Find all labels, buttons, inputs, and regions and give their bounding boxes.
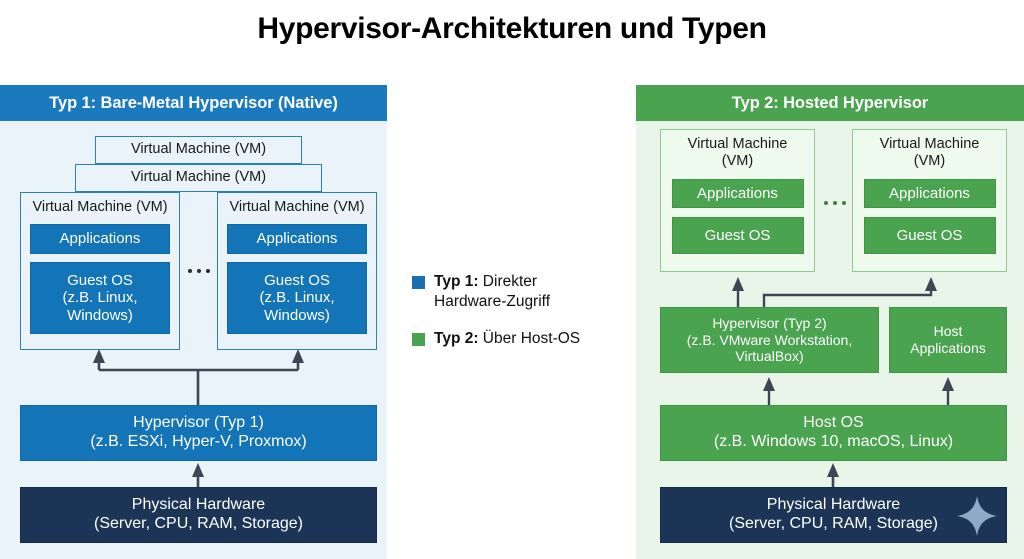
host-vm-box-right: Virtual Machine (VM) Applications Guest …	[852, 129, 1007, 272]
host-vm-left-guest-os-label: Guest OS	[704, 226, 771, 244]
host-vm-ellipsis	[816, 195, 853, 211]
host-vm-left-applications: Applications	[671, 179, 804, 209]
sparkle-icon	[957, 496, 997, 536]
host-vm-left-label-line1: Virtual Machine	[687, 136, 788, 152]
vm-box-left: Virtual Machine (VM) Applications Guest …	[20, 192, 180, 350]
vm-ellipsis	[180, 263, 217, 279]
vm-right-guest-os-line3: Windows)	[264, 306, 330, 324]
vm-left-applications: Applications	[30, 224, 170, 255]
legend-item-type1: Typ 1: Direkter Hardware-Zugriff	[412, 272, 627, 312]
host-applications-line1: Host	[933, 323, 963, 340]
physical-hardware-type1-line2: (Server, CPU, RAM, Storage)	[94, 515, 303, 532]
legend: Typ 1: Direkter Hardware-Zugriff Typ 2: …	[412, 272, 627, 365]
host-os-line2: (z.B. Windows 10, macOS, Linux)	[713, 433, 954, 450]
host-vm-right-label-line1: Virtual Machine	[879, 136, 980, 152]
physical-hardware-type2-line1: Physical Hardware	[766, 496, 901, 514]
vm-left-applications-label: Applications	[59, 230, 141, 248]
host-vm-box-left: Virtual Machine (VM) Applications Guest …	[660, 129, 815, 272]
vm-right-label: Virtual Machine (VM)	[229, 199, 365, 215]
vm-left-guest-os-line1: Guest OS	[67, 271, 133, 289]
vm-right-guest-os-line2: (z.B. Linux,	[259, 289, 335, 307]
host-vm-right-label-line2: (VM)	[913, 153, 946, 170]
panel-type-2: Typ 2: Hosted Hypervisor Virtual Machine…	[636, 85, 1024, 559]
legend-type2-text: Typ 2: Über Host-OS	[434, 329, 580, 349]
legend-item-type2: Typ 2: Über Host-OS	[412, 329, 627, 349]
hypervisor-type1-line1: Hypervisor (Typ 1)	[133, 414, 264, 432]
legend-type1-line1: Direkter	[478, 273, 538, 290]
hypervisor-type2-line2: (z.B. VMware Workstation,	[686, 331, 853, 348]
legend-type1-line2: Hardware-Zugriff	[434, 292, 551, 310]
legend-swatch-type2-icon	[412, 332, 425, 346]
hypervisor-type2-line1: Hypervisor (Typ 2)	[712, 315, 827, 332]
host-applications-line2: Applications	[910, 340, 986, 356]
host-applications-box: Host Applications	[889, 307, 1007, 373]
ellipsis-dot	[823, 201, 828, 205]
vm-left-guest-os-line2: (z.B. Linux,	[62, 289, 138, 307]
host-vm-right-applications-label: Applications	[889, 184, 970, 202]
vm-right-guest-os-line1: Guest OS	[264, 271, 330, 289]
page-title: Hypervisor-Architekturen und Typen	[257, 12, 767, 45]
vm-left-label: Virtual Machine (VM)	[32, 199, 168, 215]
vm-right-guest-os: Guest OS (z.B. Linux, Windows)	[227, 262, 367, 335]
host-vm-right-guest-os: Guest OS	[863, 217, 996, 255]
host-vm-right-applications: Applications	[863, 179, 996, 209]
host-vm-left-applications-label: Applications	[697, 184, 778, 202]
legend-type2-bold: Typ 2:	[434, 329, 479, 347]
vm-left-guest-os-line3: Windows)	[67, 306, 133, 324]
physical-hardware-type2-line2: (Server, CPU, RAM, Storage)	[729, 515, 938, 532]
ellipsis-dot	[841, 201, 846, 205]
ellipsis-dot	[196, 269, 201, 273]
host-vm-right-guest-os-label: Guest OS	[896, 226, 963, 244]
vm-right-applications-label: Applications	[256, 230, 338, 248]
host-vm-left-guest-os: Guest OS	[671, 217, 804, 255]
ellipsis-dot	[187, 269, 192, 273]
host-os-line1: Host OS	[803, 414, 864, 432]
hypervisor-type1-box: Hypervisor (Typ 1) (z.B. ESXi, Hyper-V, …	[20, 405, 377, 461]
vm-left-guest-os: Guest OS (z.B. Linux, Windows)	[30, 262, 170, 335]
host-os-box: Host OS (z.B. Windows 10, macOS, Linux)	[660, 405, 1007, 461]
vm-box-right: Virtual Machine (VM) Applications Guest …	[217, 192, 377, 350]
hypervisor-type2-line3: VirtualBox)	[735, 348, 804, 365]
ghost-vm-mid-label: Virtual Machine (VM)	[130, 169, 267, 186]
legend-type1-text: Typ 1: Direkter Hardware-Zugriff	[434, 272, 550, 312]
physical-hardware-type1-line1: Physical Hardware	[131, 496, 266, 514]
hypervisor-type1-line2: (z.B. ESXi, Hyper-V, Proxmox)	[90, 433, 307, 450]
legend-type1-bold: Typ 1:	[434, 273, 479, 290]
panel-type-1: Typ 1: Bare-Metal Hypervisor (Native) Vi…	[0, 85, 387, 559]
ghost-vm-box-top: Virtual Machine (VM)	[95, 136, 302, 164]
panel-type-2-header: Typ 2: Hosted Hypervisor	[636, 85, 1024, 121]
physical-hardware-type1-box: Physical Hardware (Server, CPU, RAM, Sto…	[20, 487, 377, 543]
ghost-vm-top-label: Virtual Machine (VM)	[130, 141, 267, 158]
vm-right-applications: Applications	[227, 224, 367, 255]
physical-hardware-type2-box: Physical Hardware (Server, CPU, RAM, Sto…	[660, 487, 1007, 543]
host-vm-left-label-line2: (VM)	[721, 153, 754, 170]
panel-type-1-header: Typ 1: Bare-Metal Hypervisor (Native)	[0, 85, 387, 121]
ghost-vm-box-mid: Virtual Machine (VM)	[75, 164, 322, 192]
ellipsis-dot	[832, 201, 837, 205]
ellipsis-dot	[205, 269, 210, 273]
legend-type2-line1: Über Host-OS	[478, 329, 581, 347]
hypervisor-type2-box: Hypervisor (Typ 2) (z.B. VMware Workstat…	[660, 307, 879, 373]
legend-swatch-type1-icon	[412, 276, 425, 289]
